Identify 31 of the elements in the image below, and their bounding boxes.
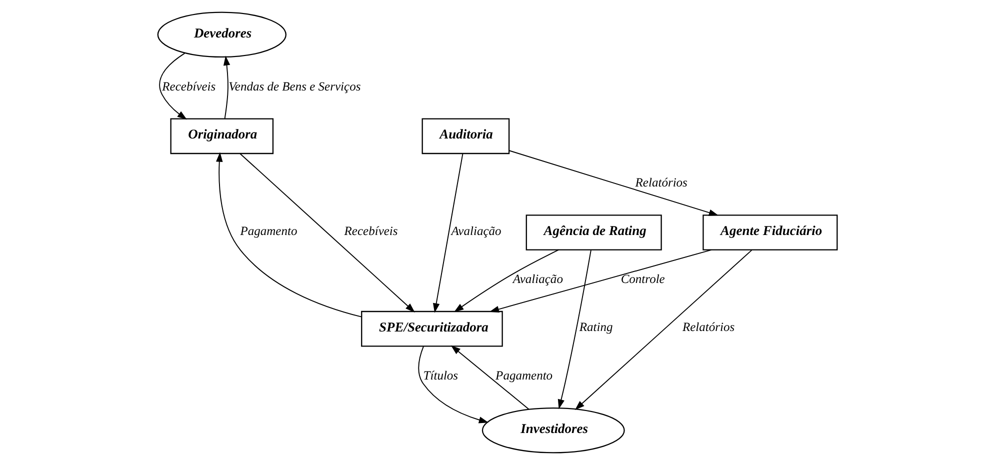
edge-label: Relatórios bbox=[634, 176, 687, 190]
node-box: SPE/Securitizadora bbox=[360, 310, 502, 347]
arrow bbox=[216, 152, 362, 318]
arrow bbox=[488, 249, 712, 313]
arrow bbox=[418, 346, 488, 424]
node-box: Originadora bbox=[170, 118, 274, 154]
arrow bbox=[454, 249, 559, 312]
node-ellipse: Investidores bbox=[481, 407, 624, 454]
arrow bbox=[432, 153, 463, 313]
arrow bbox=[158, 52, 186, 120]
node-box: Auditoria bbox=[421, 118, 510, 154]
edge-label: Avaliação bbox=[450, 224, 501, 238]
edge-label: Pagamento bbox=[495, 368, 552, 382]
node-ellipse: Devedores bbox=[156, 12, 286, 58]
edge-label: Vendas de Bens e Serviços bbox=[228, 79, 360, 94]
arrow bbox=[450, 345, 529, 410]
edge-label: Recebíveis bbox=[344, 224, 398, 238]
node-box: Agência de Rating bbox=[525, 214, 662, 250]
arrow bbox=[557, 250, 591, 410]
edge-label: Avaliação bbox=[512, 272, 562, 286]
edge-label: Títulos bbox=[422, 368, 458, 382]
edge-label: Controle bbox=[620, 272, 664, 286]
node-box: Agente Fiduciário bbox=[702, 214, 838, 250]
edge-label: Pagamento bbox=[240, 224, 297, 238]
edge-label: Recebíveis bbox=[162, 79, 216, 94]
edge-label: Relatórios bbox=[682, 320, 734, 334]
arrow bbox=[239, 153, 414, 312]
arrow bbox=[508, 150, 718, 216]
arrow bbox=[222, 56, 230, 120]
arrow bbox=[574, 250, 752, 410]
edge-label: Rating bbox=[578, 320, 612, 334]
